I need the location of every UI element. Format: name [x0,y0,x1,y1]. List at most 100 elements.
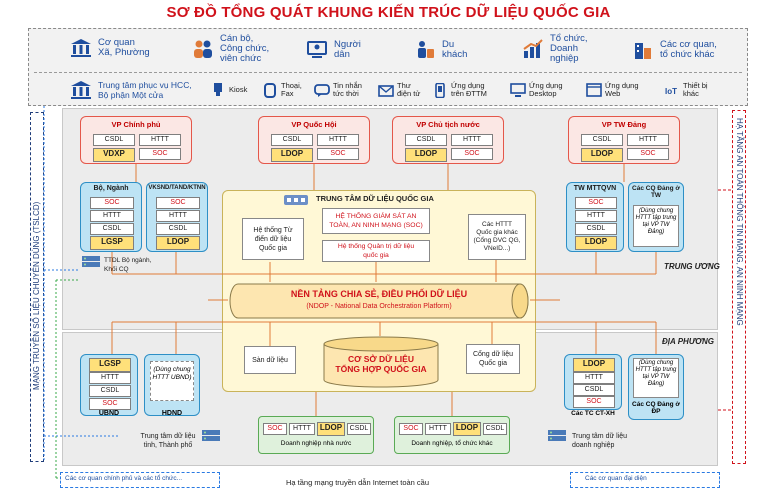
office-buildings-icon [635,43,651,59]
cell-soc: SOC [317,148,359,160]
cq-dang-tw-box: Các CQ Đảng ở TW (Dùng chung HTTT tập tr… [628,182,684,252]
service-label: Thoại, Fax [281,81,302,98]
left-network-label: MẠNG TRUYỀN SỐ LIỆU CHUYÊN DÙNG (TSLCD) [32,201,41,390]
ndop-platform [229,283,529,319]
dn-to-chuc-box: SOC HTTT LDOP CSDL Doanh nghiệp, tổ chức… [394,416,510,454]
government-building-icon [71,39,91,57]
vp-title: VP Chủ tịch nước [416,120,480,129]
national-database-cylinder [323,336,439,388]
cell-ldop: LDOP [581,148,623,162]
cell-soc: SOC [139,148,181,160]
service-hcc: Trung tâm phục vụ HCC, Bộ phận Một cửa [70,80,220,100]
service-label: Thiết bị khác [683,81,708,98]
cell-httt: HTTT [627,134,669,146]
kiosk-icon [214,83,222,96]
actors-band [28,28,748,106]
ubnd-box: LGSP HTTT CSDL SOC [80,354,138,416]
actor-du-khach: Du khách [414,40,504,60]
tc-ct-xh-title: Các TC CT-XH [571,410,615,417]
ndop-title: NỀN TẢNG CHIA SẺ, ĐIỀU PHỐI DỮ LIỆU [290,289,468,299]
cell-httt: HTTT [90,210,134,222]
service-label: Ứng dụng trên ĐTTM [451,81,487,98]
actor-co-quan-xa: Cơ quan Xã, Phường [70,38,180,58]
national-database-label: CƠ SỞ DỮ LIỆU TỔNG HỢP QUỐC GIA [335,354,427,374]
box-title: TW MTTQVN [573,185,617,192]
cell-ldop: LDOP [573,358,615,372]
cell-csdl: CSDL [90,223,134,235]
bo-nganh-box: Bộ, Ngành SOC HTTT CSDL LGSP [80,182,142,252]
cell-lgsp: LGSP [89,358,131,372]
mobile-app-icon [435,82,445,98]
web-icon [586,82,602,97]
cell-soc: SOC [573,396,615,408]
mttq-tw-box: TW MTTQVN SOC HTTT CSDL LDOP [566,182,624,252]
chat-icon [314,83,330,97]
cell-httt: HTTT [451,134,493,146]
actor-label: Cán bộ, Công chức, viên chức [220,33,270,64]
tourist-suitcase-icon [418,41,434,58]
service-desktop: Ứng dụng Desktop [510,82,576,98]
hcc-label: Trung tâm phục vụ HCC, Bộ phận Một cửa [98,80,192,100]
cell-httt: HTTT [139,134,181,146]
cell-soc: SOC [263,423,287,435]
cq-dang-dp-box: (Dùng chung HTTT tập trung tại VP TW Đản… [628,354,684,420]
cell-ldop: LDOP [317,422,345,436]
cong-du-lieu-box: Cổng dữ liệu Quốc gia [466,344,520,374]
cell-lgsp: LGSP [90,236,134,250]
cell-ldop: LDOP [271,148,313,162]
cell-soc: SOC [627,148,669,160]
cell-httt: HTTT [289,423,315,435]
cell-vdxp: VDXP [93,148,135,162]
box-title: Các CQ Đảng ở TW [632,185,680,199]
server-icon [202,430,220,441]
httt-quoc-gia-box: Các HTTT Quốc gia khác (Cổng DVC QG, VNe… [468,214,526,260]
actor-label: Cơ quan Xã, Phường [98,37,150,58]
cell-csdl: CSDL [89,385,131,397]
actor-label: Người dân [334,39,361,60]
ubnd-title: UBND [98,410,120,417]
cell-soc: SOC [575,197,617,209]
service-kiosk: Kiosk [210,82,258,97]
cell-httt: HTTT [573,372,615,384]
hdnd-box: (Dùng chung HTTT UBND) [144,354,200,416]
cell-csdl: CSDL [271,134,313,146]
cell-soc: SOC [399,423,423,435]
cell-httt: HTTT [89,372,131,384]
enterprise-chart-icon [523,39,543,58]
cell-csdl: CSDL [93,134,135,146]
cell-soc: SOC [451,148,493,160]
vp-chinh-phu: VP Chính phủ CSDL HTTT VDXP SOC [80,116,192,164]
cell-soc: SOC [90,197,134,209]
vksnd-box: VKSND/TAND/KTNN SOC HTTT CSDL LDOP [146,182,208,252]
vp-title: VP Chính phủ [111,120,161,129]
tu-dien-box: Hệ thống Từ điển dữ liệu Quốc gia [242,218,304,260]
service-chat: Tin nhắn tức thời [314,82,374,98]
box-note: (Dùng chung HTTT tập trung tại VP TW Đản… [633,205,679,247]
cell-csdl: CSDL [405,134,447,146]
soc-system-box: HỆ THỐNG GIÁM SÁT AN TOÀN, AN NINH MẠNG … [322,208,430,234]
service-label: Kiosk [229,84,248,94]
cell-soc: SOC [156,197,200,209]
cell-httt: HTTT [575,210,617,222]
iot-icon: IoT [665,87,677,96]
cell-httt: HTTT [425,423,451,435]
ttdl-doanh-nghiep-label: Trung tâm dữ liệu doanh nghiệp [572,433,628,449]
officials-icon [194,40,212,58]
actor-nguoi-dan: Người dân [306,40,396,60]
cell-csdl: CSDL [573,384,615,396]
tc-ct-xh-box: LDOP HTTT CSDL SOC [564,354,622,410]
dn-nha-nuoc-box: SOC HTTT LDOP CSDL Doanh nghiệp nhà nước [258,416,374,454]
page-title: SƠ ĐỒ TỔNG QUÁT KHUNG KIẾN TRÚC DỮ LIỆU … [166,4,611,21]
ndop-subtitle: (NDOP - National Data Orchestration Plat… [306,303,452,310]
ttdl-tinh-label: Trung tâm dữ liệu tỉnh, Thành phố [140,433,196,449]
vp-tw-dang: VP TW Đảng CSDL HTTT LDOP SOC [568,116,680,164]
center-title: TRUNG TÂM DỮ LIỆU QUỐC GIA [316,194,434,203]
central-level-label: TRUNG ƯƠNG [664,262,720,271]
right-security-label: HẠ TẦNG AN TOÀN THÔNG TIN MẠNG, AN NINH … [735,118,744,326]
cell-csdl: CSDL [347,423,371,435]
box-title: VKSND/TAND/KTNN [148,185,206,191]
bottom-left-label: Các cơ quan chính phủ và các tổ chức... [65,475,183,482]
cell-ldop: LDOP [575,236,617,250]
datacenter-icon [284,195,308,205]
band-divider [34,72,742,73]
